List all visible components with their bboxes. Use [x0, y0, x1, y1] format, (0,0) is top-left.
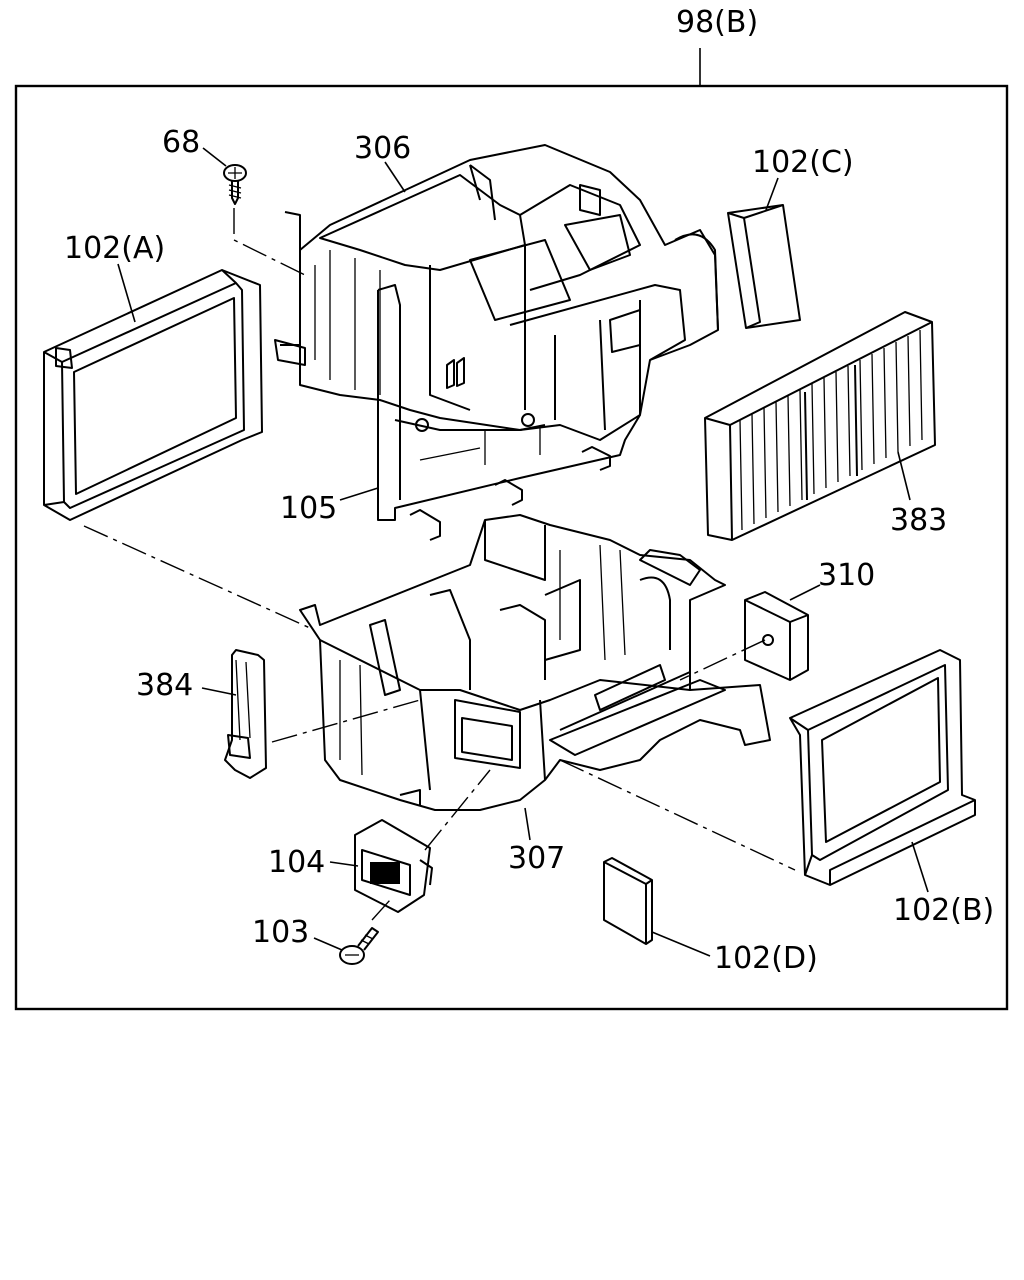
guide-310 — [679, 639, 766, 681]
part-filter-102c[interactable] — [727, 204, 801, 329]
leader-102d — [651, 931, 711, 957]
label-105: 105 — [280, 491, 337, 526]
leader-102b — [911, 841, 929, 893]
label-307: 307 — [508, 841, 565, 876]
leader-384 — [201, 687, 237, 696]
diagram-frame — [14, 84, 1009, 1011]
part-screw-68[interactable] — [223, 164, 247, 205]
part-seal-102b[interactable] — [789, 649, 976, 886]
part-evaporator-383[interactable] — [704, 311, 936, 541]
guide-384 — [271, 699, 421, 743]
leader-307 — [524, 807, 531, 841]
guide-102b — [559, 759, 796, 871]
label-68: 68 — [162, 125, 200, 160]
leader-103 — [313, 937, 343, 951]
label-102c: 102(C) — [752, 145, 854, 180]
leader-102c — [765, 177, 779, 211]
label-104: 104 — [268, 845, 325, 880]
guide-104 — [424, 769, 491, 851]
part-lower-case-307[interactable] — [299, 514, 771, 811]
label-102a: 102(A) — [64, 231, 165, 266]
part-resistor-104[interactable] — [354, 819, 433, 913]
leader-310 — [789, 584, 821, 601]
guide-102a — [83, 525, 311, 629]
part-block-310[interactable] — [744, 591, 809, 681]
leader-105 — [339, 487, 379, 501]
part-pad-102d[interactable] — [603, 857, 653, 945]
leader-102a — [117, 263, 136, 323]
label-383: 383 — [890, 503, 947, 538]
label-306: 306 — [354, 131, 411, 166]
guide-103 — [371, 899, 391, 921]
part-upper-case-306[interactable] — [274, 144, 719, 441]
part-clip-384[interactable] — [224, 649, 267, 779]
label-103: 103 — [252, 915, 309, 950]
label-310: 310 — [818, 558, 875, 593]
leader-306 — [384, 161, 406, 193]
part-separator-105[interactable] — [377, 284, 641, 541]
leader-68 — [202, 147, 227, 167]
part-screw-103[interactable] — [339, 927, 379, 965]
leader-383 — [897, 451, 911, 501]
label-assembly-98b: 98(B) — [676, 5, 758, 40]
label-102b: 102(B) — [893, 893, 994, 928]
guide-68 — [233, 208, 306, 276]
label-102d: 102(D) — [714, 941, 818, 976]
part-seal-102a[interactable] — [43, 269, 263, 521]
leader-104 — [329, 861, 359, 867]
label-384: 384 — [136, 668, 193, 703]
